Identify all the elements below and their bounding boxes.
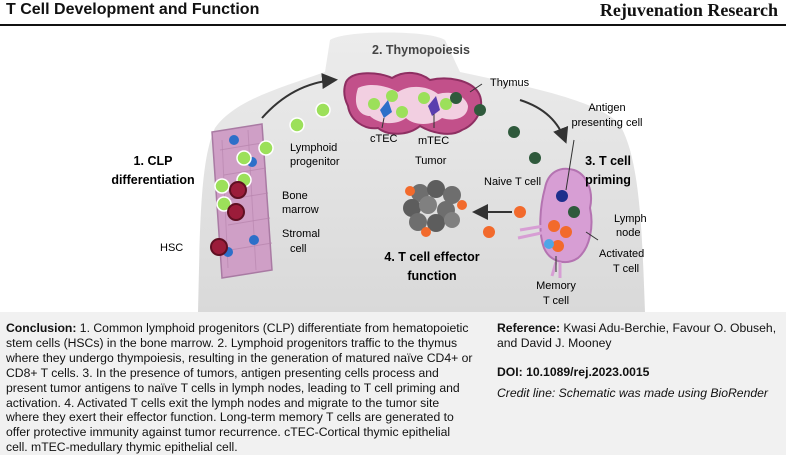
tumor-mass	[403, 180, 461, 232]
stromal-cell-icon	[229, 135, 239, 145]
reference-line: Reference: Kwasi Adu-Berchie, Favour O. …	[497, 321, 782, 351]
page-title: T Cell Development and Function	[6, 1, 260, 18]
hsc-cell-icon	[227, 203, 245, 221]
activated-t-cell-icon	[421, 227, 431, 237]
step3-label-line1: 3. T cell	[585, 154, 631, 168]
activated-t-cell-icon	[560, 226, 572, 238]
progenitor-cell-icon	[214, 178, 230, 194]
tumor-label: Tumor	[415, 155, 447, 167]
apc-icon	[556, 190, 568, 202]
stromal-label-line1: Stromal	[282, 228, 320, 240]
hsc-label: HSC	[160, 242, 183, 254]
thymus-label: Thymus	[490, 77, 530, 89]
step1-label-line1: 1. CLP	[134, 154, 173, 168]
activated-label-line2: T cell	[613, 263, 639, 275]
thymocyte-icon	[418, 92, 430, 104]
lymph-node	[517, 167, 593, 278]
arrow-to-lymph-node	[519, 99, 569, 144]
hsc-cell-icon	[210, 238, 228, 256]
thymus-organ	[343, 72, 483, 135]
activated-t-cell-icon	[483, 226, 495, 238]
bone-label-line2: marrow	[282, 204, 319, 216]
bone-label-line1: Bone	[282, 190, 308, 202]
thymocyte-icon	[440, 98, 452, 110]
progenitor-cell-icon	[258, 140, 274, 156]
activated-t-cell-icon	[552, 240, 564, 252]
lymphoid-label-line2: progenitor	[290, 156, 340, 168]
doi-text: DOI: 10.1089/rej.2023.0015	[497, 364, 650, 379]
step1-label-line2: differentiation	[111, 173, 194, 187]
credit-line: Credit line: Schematic was made using Bi…	[497, 385, 768, 400]
lymph-label-line2: node	[616, 227, 640, 239]
apc-label-line2: presenting cell	[572, 117, 643, 129]
conclusion-text: 1. Common lymphoid progenitors (CLP) dif…	[6, 321, 473, 455]
step4-label-line1: 4. T cell effector	[384, 250, 479, 264]
thymocyte-icon	[368, 98, 380, 110]
progenitor-cell-icon	[216, 196, 232, 212]
naive-t-cell-icon	[450, 92, 462, 104]
step4-label-line2: function	[407, 269, 456, 283]
conclusion-block: Conclusion: 1. Common lymphoid progenito…	[6, 321, 474, 455]
ctec-label: cTEC	[370, 133, 398, 145]
reference-block: Reference: Kwasi Adu-Berchie, Favour O. …	[497, 321, 782, 401]
naive-t-cell-icon	[568, 206, 580, 218]
lymphoid-label-line1: Lymphoid	[290, 142, 337, 154]
arrow-to-thymus	[261, 73, 338, 119]
body-silhouette	[198, 32, 645, 312]
ctec-icon	[380, 100, 392, 118]
conclusion-label: Conclusion:	[6, 321, 77, 335]
hsc-cell-icon	[229, 181, 247, 199]
activated-t-cell-icon	[548, 220, 560, 232]
activated-t-cell-icon	[405, 186, 415, 196]
memory-label-line1: Memory	[536, 280, 576, 292]
caption-panel: Conclusion: 1. Common lymphoid progenito…	[0, 312, 786, 455]
activated-pointer	[585, 231, 599, 241]
thymus-pointer	[469, 83, 483, 93]
mtec-icon	[428, 96, 440, 116]
naive-t-cell-icon	[508, 126, 520, 138]
activated-label-line1: Activated	[599, 248, 644, 260]
memory-label-line2: T cell	[543, 295, 569, 307]
progenitor-cell-icon	[236, 150, 252, 166]
thymocyte-icon	[386, 90, 398, 102]
thymocyte-icon	[396, 106, 408, 118]
stromal-cell-icon	[249, 235, 259, 245]
lymph-label-line1: Lymph	[614, 213, 647, 225]
memory-t-cell-icon	[544, 239, 554, 249]
step3-label-line2: priming	[585, 173, 631, 187]
reference-text: Kwasi Adu-Berchie, Favour O. Obuseh, and…	[497, 321, 777, 350]
header-rule	[0, 24, 786, 26]
diagram-figure: 2. Thymopoiesis 1. CLP differentiation 3…	[0, 27, 786, 312]
step2-label: 2. Thymopoiesis	[372, 43, 470, 57]
naive-label: Naive T cell	[484, 176, 541, 188]
diagram-svg: 2. Thymopoiesis 1. CLP differentiation 3…	[111, 32, 647, 312]
progenitor-cell-icon	[289, 117, 305, 133]
page-header: T Cell Development and Function Rejuvena…	[0, 0, 786, 22]
reference-label: Reference:	[497, 321, 560, 335]
apc-pointer	[565, 139, 575, 191]
ctec-pointer	[381, 117, 385, 129]
naive-t-cell-icon	[474, 104, 486, 116]
journal-name: Rejuvenation Research	[599, 0, 778, 20]
activated-t-cell-icon	[457, 200, 467, 210]
mtec-label: mTEC	[418, 135, 449, 147]
apc-label-line1: Antigen	[588, 102, 625, 114]
naive-t-cell-icon	[529, 152, 541, 164]
progenitor-cell-icon	[315, 102, 331, 118]
activated-t-cell-icon	[514, 206, 526, 218]
stromal-label-line2: cell	[290, 243, 307, 255]
